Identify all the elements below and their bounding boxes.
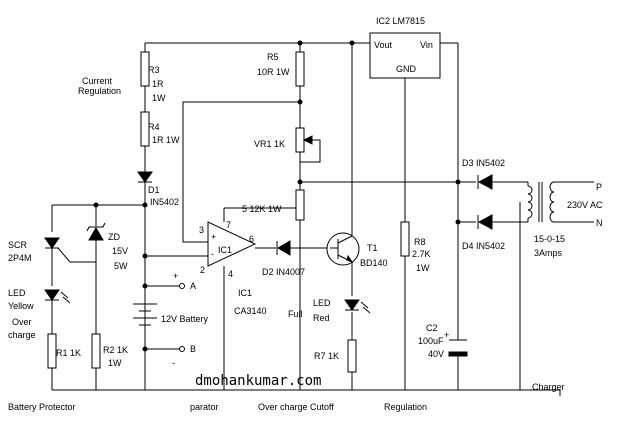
r4-name: R4 xyxy=(148,122,160,132)
d3-label: D3 IN5402 xyxy=(462,158,505,168)
resistor-r8: R8 2.7K 1W xyxy=(400,221,431,273)
led-yellow-line3: Over xyxy=(12,317,32,327)
r6-label: 5 12K 1W xyxy=(242,204,282,214)
battery-plus: + xyxy=(173,271,178,281)
led-red-line2: Red xyxy=(313,313,330,323)
resistor-r6: 5 12K 1W xyxy=(242,189,305,221)
c2-name: C2 xyxy=(426,323,438,333)
diode-d3: D3 IN5402 xyxy=(462,158,505,190)
section-battery-protector: Battery Protector xyxy=(8,402,76,412)
c2-plus: + xyxy=(444,330,449,340)
resistor-r4: R4 1R 1W xyxy=(140,111,180,147)
t1-value: BD140 xyxy=(360,258,388,268)
ic1-pin7: 7 xyxy=(226,220,231,230)
potentiometer-vr1: VR1 1K xyxy=(254,127,313,153)
battery-label: 12V Battery xyxy=(161,314,209,324)
ic1-pin3: 3 xyxy=(199,225,204,235)
r8-power: 1W xyxy=(416,263,430,273)
resistor-r1: R1 1K xyxy=(47,333,81,369)
led-red-line1: LED xyxy=(313,298,331,308)
r1-label: R1 1K xyxy=(56,348,81,358)
transformer-n: N xyxy=(596,218,603,228)
transformer: 15-0-15 3Amps P N 230V AC xyxy=(527,181,603,258)
c2-voltage: 40V xyxy=(428,349,444,359)
zd-name: ZD xyxy=(108,232,120,242)
d4-label: D4 IN5402 xyxy=(462,241,505,251)
zd-power: 5W xyxy=(114,261,128,271)
transistor-t1: T1 BD140 xyxy=(326,232,388,268)
ic1-pin6: 6 xyxy=(249,234,254,244)
battery-12v: 12V Battery + - A B xyxy=(133,271,209,368)
ic1-name: IC1 xyxy=(238,288,252,298)
ic1-pin2: 2 xyxy=(200,265,205,275)
ic1-inner-label: IC1 xyxy=(218,245,232,255)
resistor-r5: R5 10R 1W xyxy=(257,51,305,87)
zd-voltage: 15V xyxy=(112,246,128,256)
r5-value: 10R 1W xyxy=(257,67,290,77)
ic1-device: CA3140 xyxy=(234,306,267,316)
r7-label: R7 1K xyxy=(314,351,339,361)
transformer-p: P xyxy=(596,182,602,192)
terminal-b xyxy=(179,346,185,352)
ic2-vout-label: Vout xyxy=(374,40,393,50)
terminal-a-label: A xyxy=(190,281,196,291)
terminal-a xyxy=(179,283,185,289)
r2-name: R2 1K xyxy=(103,345,128,355)
battery-minus: - xyxy=(172,358,175,368)
led-yellow-line2: Yellow xyxy=(8,301,34,311)
led-yellow: LED Yellow Over charge xyxy=(8,288,71,340)
ic2-gnd-label: GND xyxy=(396,64,417,74)
transformer-rating: 15-0-15 xyxy=(534,234,565,244)
section-comparator: parator xyxy=(190,402,219,412)
led-red-full: Full xyxy=(288,309,303,319)
resistor-r2: R2 1K 1W xyxy=(91,333,128,369)
transformer-ac: 230V AC xyxy=(567,200,603,210)
led-red: LED Red Full xyxy=(288,298,371,323)
resistor-r3: R3 1R 1W xyxy=(140,51,166,103)
r3-power: 1W xyxy=(152,93,166,103)
ic1-minus-sign: - xyxy=(211,249,214,259)
current-regulation-line2: Regulation xyxy=(78,86,121,96)
ic1-plus-sign: + xyxy=(211,232,216,242)
c2-value: 100uF xyxy=(418,336,444,346)
current-regulation-line1: Current xyxy=(82,76,113,86)
d1-value: IN5402 xyxy=(150,197,179,207)
r3-value: 1R xyxy=(152,79,164,89)
ic2-vin-label: Vin xyxy=(420,40,433,50)
wires xyxy=(51,42,594,396)
ic2-name: IC2 LM7815 xyxy=(376,16,425,26)
scr-name: SCR xyxy=(8,240,28,250)
diode-d1: D1 IN5402 xyxy=(137,171,179,207)
vr1-label: VR1 1K xyxy=(254,139,285,149)
section-regulation: Regulation xyxy=(384,402,427,412)
capacitor-c2: + C2 100uF 40V xyxy=(418,323,468,359)
d2-label: D2 IN4007 xyxy=(262,267,305,277)
diode-d4: D4 IN5402 xyxy=(462,214,505,251)
r8-name: R8 xyxy=(414,237,426,247)
scr-value: 2P4M xyxy=(8,253,32,263)
diode-d2: D2 IN4007 xyxy=(262,240,305,277)
scr-thyristor: SCR 2P4M xyxy=(8,237,60,263)
transformer-current: 3Amps xyxy=(534,248,563,258)
r2-power: 1W xyxy=(108,358,122,368)
r5-name: R5 xyxy=(267,52,279,62)
section-overcharge-cutoff: Over charge Cutoff xyxy=(258,402,334,412)
section-charger: Charger xyxy=(532,382,565,392)
ic1-pin4: 4 xyxy=(228,269,233,279)
d1-name: D1 xyxy=(148,185,160,195)
ic2-regulator: IC2 LM7815 Vout Vin GND xyxy=(369,16,441,79)
zener-diode-zd: ZD 15V 5W xyxy=(86,222,128,271)
r8-value: 2.7K xyxy=(412,249,431,259)
website-label: dmohankumar.com xyxy=(195,373,321,389)
t1-name: T1 xyxy=(367,243,378,253)
led-yellow-line1: LED xyxy=(8,288,26,298)
resistor-r7: R7 1K xyxy=(314,339,357,373)
led-yellow-line4: charge xyxy=(8,330,36,340)
r4-value: 1R 1W xyxy=(152,135,180,145)
ic1-opamp: + - IC1 3 7 6 2 4 IC1 CA3140 xyxy=(199,220,267,316)
r3-name: R3 xyxy=(148,65,160,75)
terminal-b-label: B xyxy=(190,344,196,354)
